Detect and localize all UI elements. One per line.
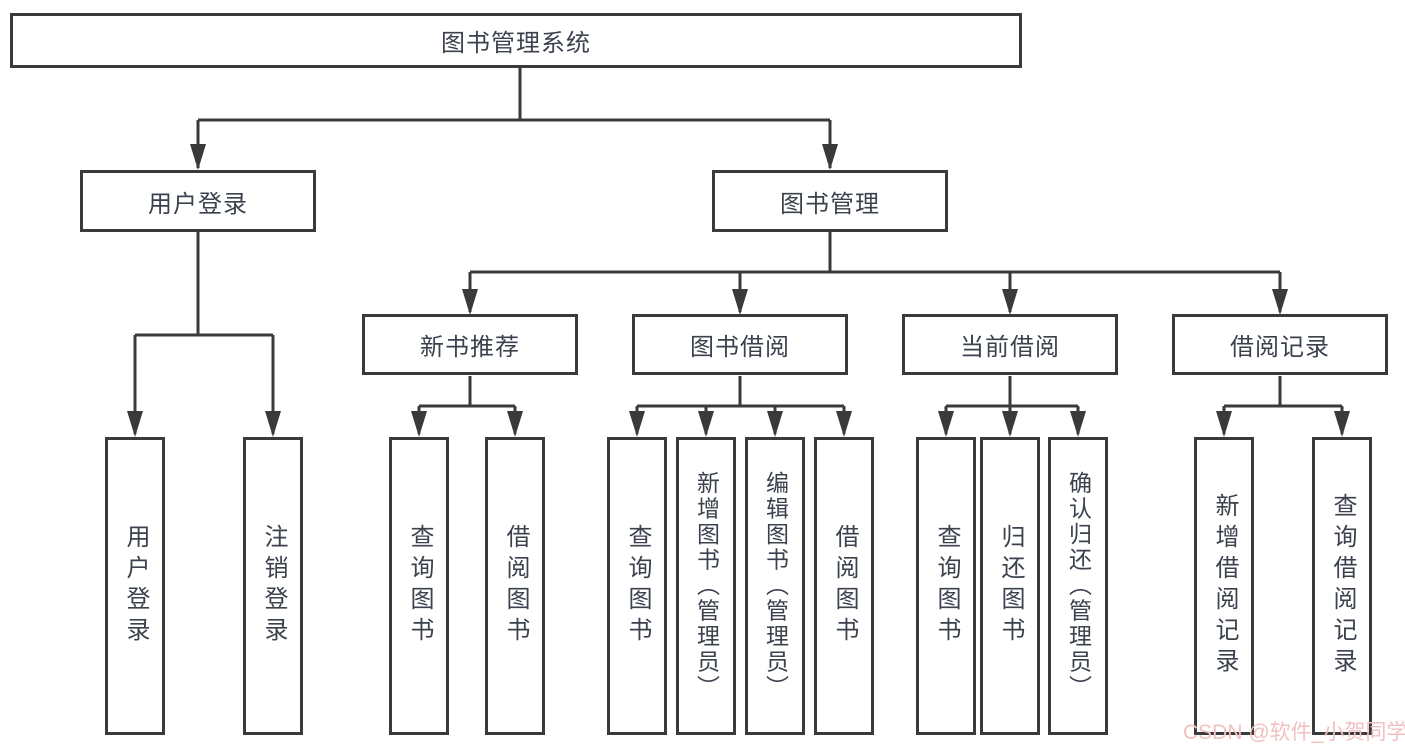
- leaf-query-books-label: 查询图书: [624, 524, 651, 648]
- leaf-query-books-label: 查询图书: [406, 524, 433, 648]
- leaf-borrow-books: 借阅图书: [814, 437, 874, 735]
- arrowhead-icon: [836, 411, 852, 437]
- leaf-query-borrow-record: 查询借阅记录: [1312, 437, 1372, 735]
- leaf-logout-label: 注销登录: [260, 524, 287, 648]
- arrowhead-icon: [938, 411, 954, 437]
- arrowhead-icon: [767, 411, 783, 437]
- leaf-return-books: 归还图书: [980, 437, 1040, 735]
- arrowhead-icon: [1272, 289, 1288, 315]
- arrowhead-icon: [265, 411, 281, 437]
- connector-borrow-records-to-leaves: [1222, 376, 1344, 434]
- arrowhead-icon: [1070, 411, 1086, 437]
- leaf-add-borrow-record-label: 新增借阅记录: [1211, 493, 1238, 679]
- arrowhead-icon: [127, 411, 143, 437]
- leaf-query-books: 查询图书: [389, 437, 449, 735]
- arrowheads: [127, 144, 1350, 437]
- connector-root-to-level2: [196, 68, 832, 168]
- leaf-edit-book-admin: 编辑图书（管理员）: [745, 437, 805, 735]
- arrowhead-icon: [629, 411, 645, 437]
- leaf-borrow-books-label: 借阅图书: [502, 524, 529, 648]
- arrowhead-icon: [1216, 411, 1232, 437]
- arrowhead-icon: [190, 144, 206, 170]
- arrowhead-icon: [507, 411, 523, 437]
- leaf-add-book-admin: 新增图书（管理员）: [676, 437, 736, 735]
- node-current-borrow: 当前借阅: [902, 314, 1118, 375]
- arrowhead-icon: [1002, 289, 1018, 315]
- node-root: 图书管理系统: [10, 13, 1022, 68]
- node-user-login: 用户登录: [80, 170, 316, 232]
- connector-paths: [133, 68, 1344, 434]
- arrowhead-icon: [822, 144, 838, 170]
- node-book-management: 图书管理: [712, 170, 948, 232]
- leaf-edit-book-admin-label: 编辑图书（管理员）: [762, 471, 789, 701]
- leaf-borrow-books: 借阅图书: [485, 437, 545, 735]
- leaf-confirm-return-admin-label: 确认归还（管理员）: [1065, 471, 1092, 701]
- node-new-book-recommend: 新书推荐: [362, 314, 578, 375]
- arrowhead-icon: [698, 411, 714, 437]
- leaf-borrow-books-label: 借阅图书: [831, 524, 858, 648]
- leaf-user-login-label: 用户登录: [122, 524, 149, 648]
- arrowhead-icon: [1334, 411, 1350, 437]
- node-user-login-label: 用户登录: [148, 190, 248, 218]
- node-book-borrow: 图书借阅: [632, 314, 848, 375]
- connector-new-book-to-leaves: [417, 376, 517, 434]
- arrowhead-icon: [462, 289, 478, 315]
- node-book-borrow-label: 图书借阅: [690, 334, 790, 361]
- leaf-return-books-label: 归还图书: [997, 524, 1024, 648]
- leaf-query-books-label: 查询图书: [933, 524, 960, 648]
- arrowhead-icon: [732, 289, 748, 315]
- leaf-logout: 注销登录: [243, 437, 303, 735]
- node-borrow-records-label: 借阅记录: [1230, 334, 1330, 361]
- connector-user-login-to-leaves: [133, 232, 275, 434]
- node-current-borrow-label: 当前借阅: [960, 334, 1060, 361]
- leaf-query-books: 查询图书: [916, 437, 976, 735]
- node-root-label: 图书管理系统: [441, 30, 591, 57]
- leaf-query-books: 查询图书: [607, 437, 667, 735]
- leaf-query-borrow-record-label: 查询借阅记录: [1329, 493, 1356, 679]
- leaf-confirm-return-admin: 确认归还（管理员）: [1048, 437, 1108, 735]
- node-new-book-recommend-label: 新书推荐: [420, 334, 520, 361]
- connector-book-borrow-to-leaves: [635, 376, 846, 434]
- leaf-add-borrow-record: 新增借阅记录: [1194, 437, 1254, 735]
- leaf-add-book-admin-label: 新增图书（管理员）: [693, 471, 720, 701]
- arrowhead-icon: [1002, 411, 1018, 437]
- node-book-management-label: 图书管理: [780, 190, 880, 218]
- csdn-watermark: CSDN @软件_小贺同学: [1183, 721, 1405, 744]
- node-borrow-records: 借阅记录: [1172, 314, 1388, 375]
- arrowhead-icon: [411, 411, 427, 437]
- leaf-user-login: 用户登录: [105, 437, 165, 735]
- connector-book-management-to-level3: [468, 232, 1282, 312]
